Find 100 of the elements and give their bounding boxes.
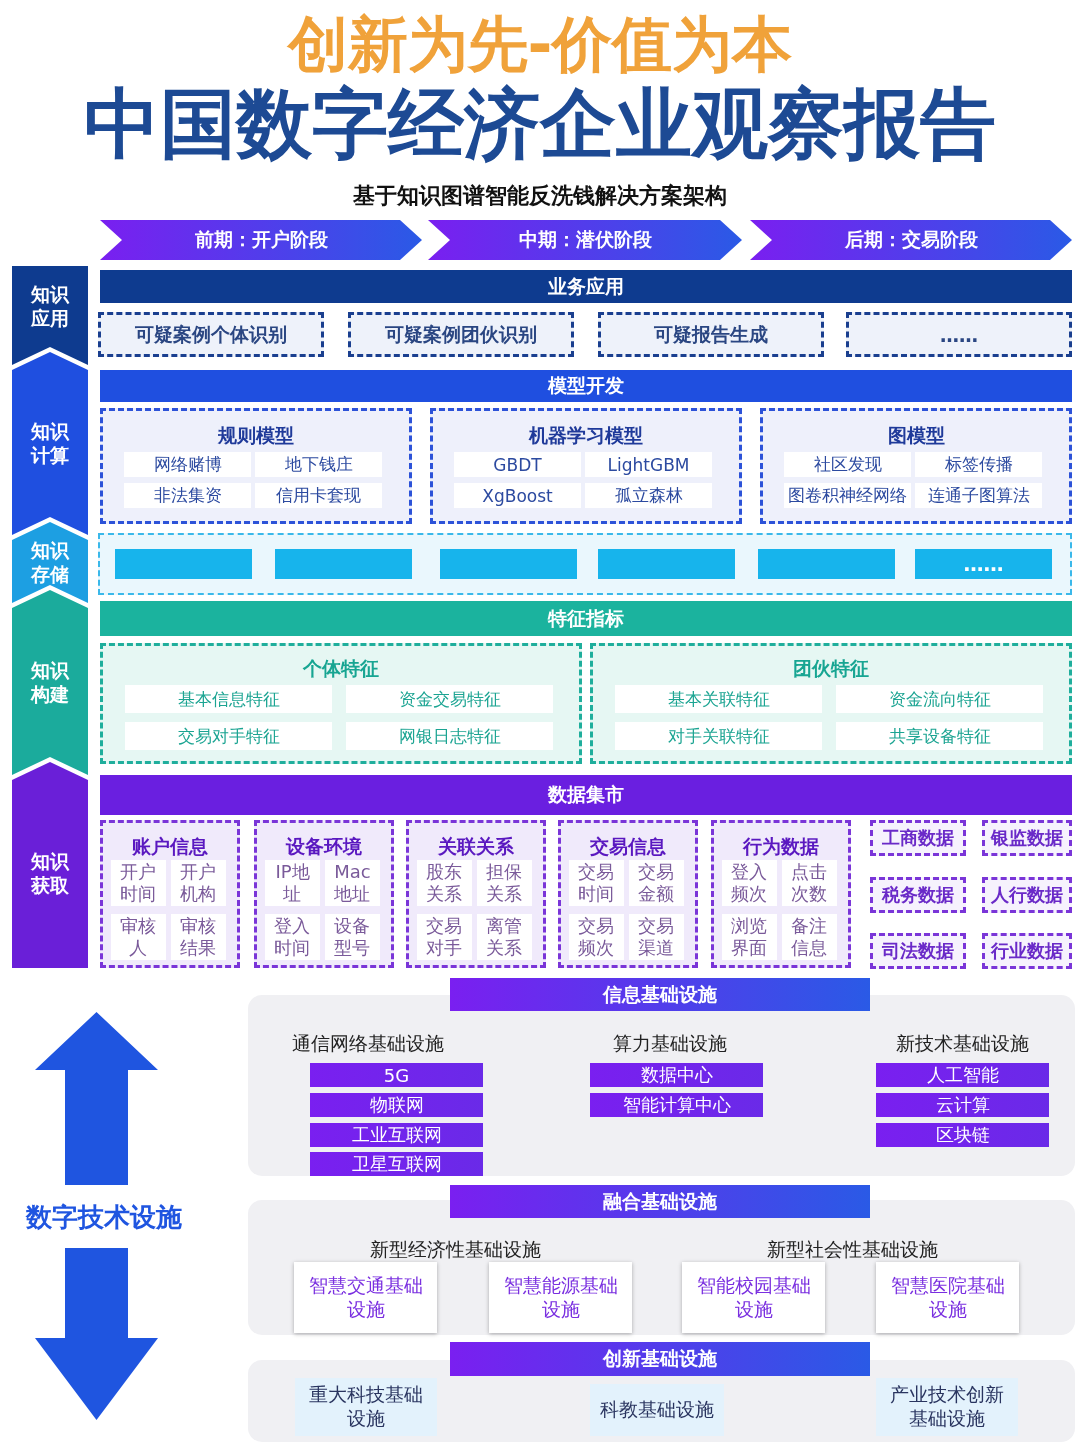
data-item: Mac地址 — [325, 860, 380, 906]
data-group — [100, 820, 240, 968]
column-heading: 新技术基础设施 — [895, 1032, 1029, 1055]
infrastructure-item: 区块链 — [876, 1123, 1049, 1147]
data-source-box: 税务数据 — [870, 877, 966, 913]
feature-item: 对手关联特征 — [615, 722, 822, 750]
layer-header-bar: 业务应用 — [100, 270, 1072, 303]
feature-item: 基本信息特征 — [125, 685, 332, 713]
side-label: 数字技术设施 — [26, 1202, 182, 1234]
application-box: …… — [846, 312, 1072, 357]
feature-item: 共享设备特征 — [836, 722, 1043, 750]
data-source-box: 人行数据 — [982, 877, 1072, 913]
group-title: 个体特征 — [303, 657, 379, 679]
infrastructure-card: 智慧交通基础设施 — [294, 1262, 437, 1333]
data-group — [711, 820, 851, 968]
infrastructure-card: 智慧医院基础设施 — [876, 1262, 1019, 1333]
layer-header-bar: 数据集市 — [100, 775, 1072, 815]
application-box: 可疑报告生成 — [598, 312, 824, 357]
data-source-box: 司法数据 — [870, 933, 966, 969]
data-item: 审核人 — [111, 914, 166, 960]
data-item: 审核结果 — [171, 914, 226, 960]
model-item: 地下钱庄 — [255, 452, 382, 477]
column-heading: 通信网络基础设施 — [292, 1032, 444, 1055]
slogan-heading: 创新为先-价值为本 — [287, 8, 793, 80]
data-item: 交易渠道 — [629, 914, 684, 960]
infrastructure-card: 科教基础设施 — [590, 1384, 724, 1436]
feature-item: 交易对手特征 — [125, 722, 332, 750]
infrastructure-card: 智能校园基础设施 — [682, 1262, 825, 1333]
group-title: 行为数据 — [743, 835, 819, 857]
data-item: 交易时间 — [569, 860, 624, 906]
data-item: 开户机构 — [171, 860, 226, 906]
infrastructure-card: 重大科技基础设施 — [295, 1378, 437, 1436]
data-item: 设备型号 — [325, 914, 380, 960]
feature-item: 基本关联特征 — [615, 685, 822, 713]
data-group — [406, 820, 546, 968]
data-item: 交易金额 — [629, 860, 684, 906]
group-title: 团伙特征 — [793, 657, 869, 679]
data-item: 交易频次 — [569, 914, 624, 960]
section-header-bar: 融合基础设施 — [450, 1185, 870, 1218]
model-item: 网络赌博 — [124, 452, 251, 477]
group-title: 账户信息 — [132, 835, 208, 857]
infrastructure-item: 工业互联网 — [310, 1123, 483, 1147]
infrastructure-item: 人工智能 — [876, 1063, 1049, 1087]
column-heading: 算力基础设施 — [613, 1032, 727, 1055]
group-title: 规则模型 — [218, 424, 294, 446]
phase-banner: 前期：开户阶段 — [100, 220, 422, 260]
data-item: IP地址 — [265, 860, 320, 906]
phase-banner: 后期：交易阶段 — [750, 220, 1072, 260]
layer-header-bar: 模型开发 — [100, 370, 1072, 402]
column-heading: 新型社会性基础设施 — [766, 1238, 938, 1261]
section-header-bar: 信息基础设施 — [450, 978, 870, 1011]
model-item: 孤立森林 — [585, 483, 712, 508]
data-item: 登入时间 — [265, 914, 320, 960]
data-group — [254, 820, 394, 968]
data-source-box: 工商数据 — [870, 820, 966, 856]
group-title: 关联关系 — [438, 835, 514, 857]
diagram-subtitle: 基于知识图谱智能反洗钱解决方案架构 — [353, 183, 727, 210]
data-source-box: 银监数据 — [982, 820, 1072, 856]
infrastructure-item: 云计算 — [876, 1093, 1049, 1117]
group-title: 设备环境 — [286, 835, 362, 857]
infrastructure-item: 数据中心 — [590, 1063, 763, 1087]
infrastructure-item: 物联网 — [310, 1093, 483, 1117]
model-group — [100, 408, 412, 524]
infrastructure-item: 智能计算中心 — [590, 1093, 763, 1117]
model-item: 信用卡套现 — [255, 483, 382, 508]
data-item: 浏览界面 — [722, 914, 777, 960]
group-title: 图模型 — [887, 424, 945, 446]
data-item: 交易对手 — [417, 914, 472, 960]
model-item: XgBoost — [454, 483, 581, 508]
storage-tile — [115, 549, 252, 579]
layer-tab: 知识应用 — [12, 266, 88, 365]
model-group — [430, 408, 742, 524]
data-item: 开户时间 — [111, 860, 166, 906]
model-group — [760, 408, 1072, 524]
storage-tile — [598, 549, 735, 579]
layer-header-bar: 特征指标 — [100, 601, 1072, 636]
column-heading: 新型经济性基础设施 — [369, 1238, 541, 1261]
storage-tile — [440, 549, 577, 579]
data-group — [558, 820, 698, 968]
infrastructure-card: 智慧能源基础设施 — [489, 1262, 632, 1333]
model-item: LightGBM — [585, 452, 712, 477]
model-item: 连通子图算法 — [915, 483, 1042, 508]
layer-tab: 知识计算 — [12, 352, 88, 535]
layer-tab: 知识获取 — [12, 762, 88, 968]
model-item: 标签传播 — [915, 452, 1042, 477]
application-box: 可疑案例个体识别 — [98, 312, 324, 357]
infrastructure-item: 卫星互联网 — [310, 1152, 483, 1176]
feature-group — [590, 643, 1072, 764]
feature-item: 资金交易特征 — [346, 685, 553, 713]
storage-panel — [98, 533, 1072, 595]
feature-item: 资金流向特征 — [836, 685, 1043, 713]
data-source-box: 行业数据 — [982, 933, 1072, 969]
data-item: 备注信息 — [782, 914, 837, 960]
data-item: 登入频次 — [722, 860, 777, 906]
storage-tile — [758, 549, 895, 579]
storage-tile: …… — [915, 549, 1052, 579]
data-item: 担保关系 — [477, 860, 532, 906]
main-title: 中国数字经济企业观察报告 — [84, 80, 996, 168]
storage-tile — [275, 549, 412, 579]
model-item: 图卷积神经网络 — [784, 483, 911, 508]
